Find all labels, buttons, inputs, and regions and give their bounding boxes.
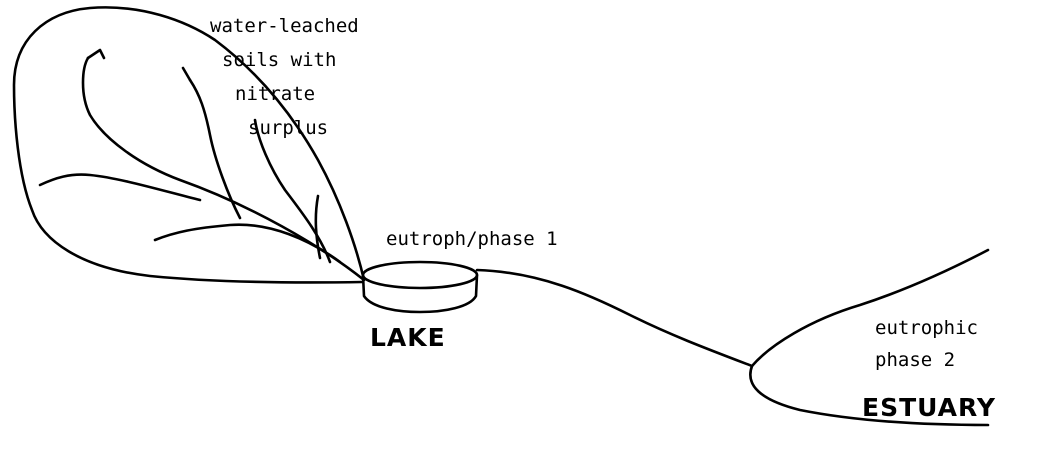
lake-label: LAKE bbox=[370, 323, 446, 352]
lake-phase-label: eutroph/phase 1 bbox=[386, 228, 558, 250]
stream-upper-branch bbox=[188, 78, 242, 220]
stream-tip-1 bbox=[86, 48, 106, 60]
catchment-label-line3: nitrate bbox=[235, 83, 315, 105]
catchment-outline bbox=[12, 6, 366, 284]
stream-lower-branch bbox=[153, 223, 342, 264]
lake-body bbox=[361, 273, 479, 314]
stream-spur bbox=[314, 194, 322, 260]
stream-left-branch bbox=[38, 173, 202, 202]
estuary-phase-label-line1: eutrophic bbox=[875, 317, 978, 339]
catchment-label-line2: soils with bbox=[222, 49, 336, 71]
stream-right-branch bbox=[253, 118, 332, 264]
lake-top-ellipse bbox=[361, 260, 479, 290]
estuary-upper-shore bbox=[750, 248, 990, 368]
estuary-lower-shore bbox=[749, 364, 990, 427]
catchment-label-line1: water-leached bbox=[210, 15, 359, 37]
estuary-phase-label-line2: phase 2 bbox=[875, 349, 955, 371]
stream-tip-2 bbox=[181, 66, 192, 82]
river bbox=[475, 268, 754, 368]
catchment-label-line4: surplus bbox=[248, 117, 328, 139]
estuary-label: ESTUARY bbox=[862, 393, 996, 422]
